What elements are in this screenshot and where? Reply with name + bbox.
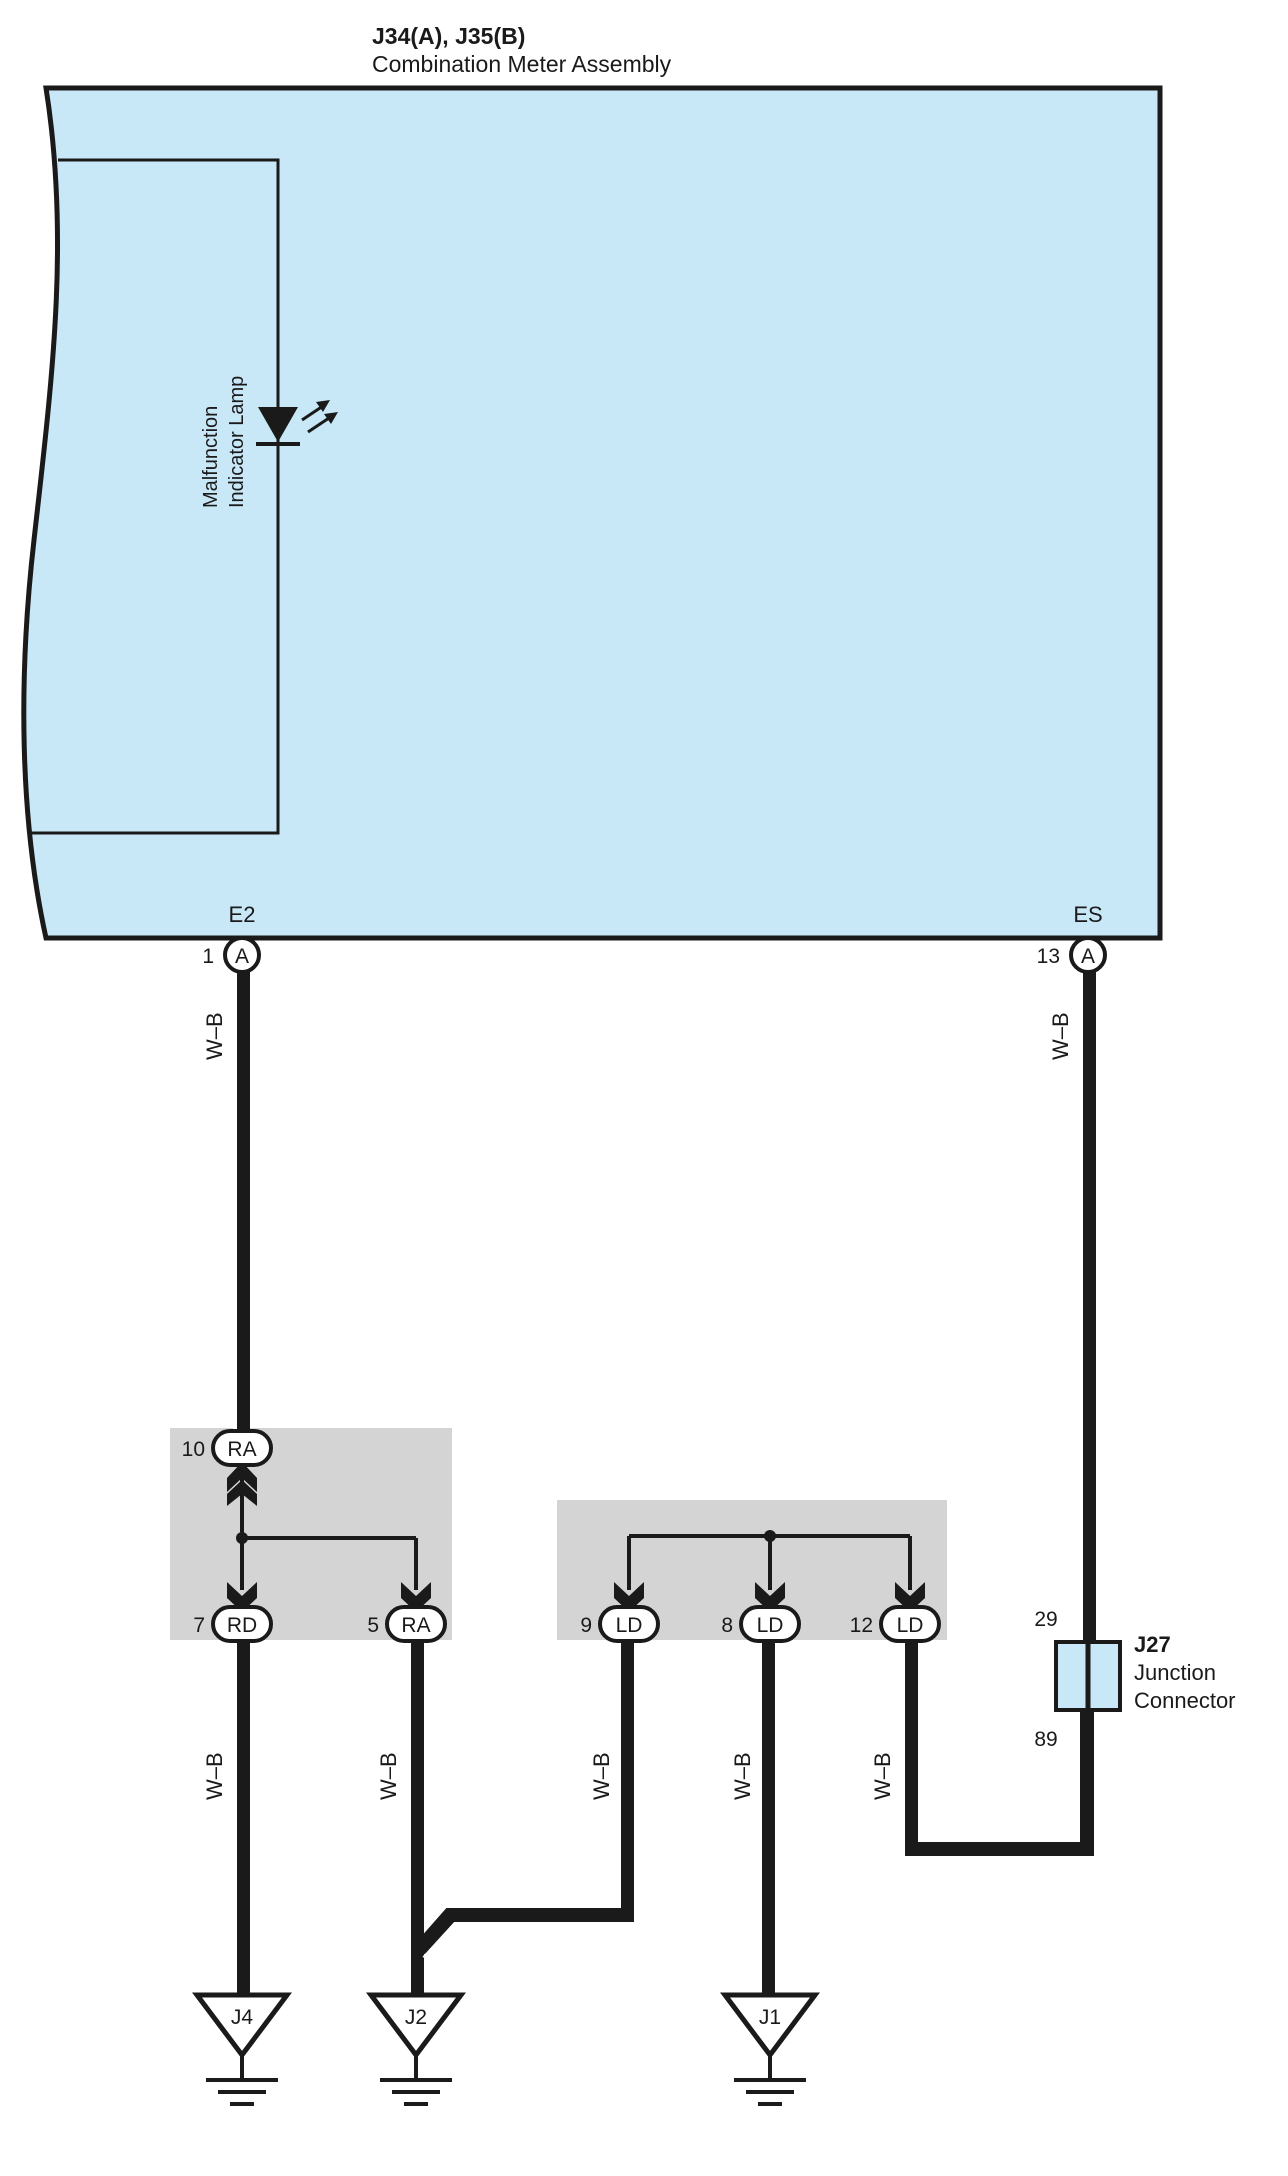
junction-id: J27 [1134,1632,1171,1657]
wire-color-labels: W–B W–B W–B W–B W–B W–B W–B [202,1012,1073,1800]
pin-meter-es: A 13 [1037,936,1107,974]
arrow-ra [401,1582,431,1612]
terminal-es-label: ES [1073,902,1102,927]
pin-meter-e2: A 1 [202,936,261,974]
arrow-ld9 [614,1582,644,1612]
connector-arrows [227,1462,925,1612]
ground-j4: J4 [192,1992,292,2106]
ground-label: J4 [231,2006,254,2029]
ground-label: J2 [405,2006,427,2029]
splice-box-right [170,1428,452,1640]
pin-conn-label: RA [227,1438,256,1461]
wire-color-label: W–B [730,1752,755,1800]
wire-color-label: W–B [870,1752,895,1800]
arrow-rd [227,1582,257,1612]
arrow-ld12 [895,1582,925,1612]
pin-conn-label: RA [401,1614,430,1637]
pin-conn-label: A [1081,945,1095,968]
pin-number: 7 [193,1614,205,1637]
led-lamp-icon [256,400,338,446]
pin-splice-r-in: RA 10 [182,1429,273,1467]
lamp-label-line1: Malfunction [200,406,222,508]
junction-label-line1: Junction [1134,1660,1216,1685]
ground-label: J1 [759,2006,781,2029]
pin-splice-r-out1: RD 7 [193,1605,273,1643]
malfunction-lamp-box [30,158,280,835]
pin-conn-label: LD [616,1614,643,1637]
arrow-ld8 [755,1582,785,1612]
terminal-e2-label: E2 [229,902,256,927]
pin-conn-label: LD [757,1614,784,1637]
wire-color-label: W–B [1048,1012,1073,1060]
wires [233,955,1098,1995]
wire-color-label: W–B [202,1752,227,1800]
wire-color-label: W–B [202,1012,227,1060]
pin-number: 1 [202,945,214,968]
meter-name: Combination Meter Assembly [372,51,672,77]
pin-number: 8 [721,1614,733,1637]
meter-connector-ids: J34(A), J35(B) [372,23,525,49]
pin-splice-l-3: LD 12 [850,1605,941,1643]
pin-conn-label: LD [897,1614,924,1637]
combination-meter-body [21,85,1163,941]
pin-splice-r-out2: RA 5 [367,1605,447,1643]
pin-number: 9 [580,1614,592,1637]
pin-number: 12 [850,1614,873,1637]
ground-j1: J1 [720,1992,820,2106]
junction-pin-top: 29 [1034,1608,1057,1631]
pin-conn-label: A [235,945,249,968]
lamp-label-line2: Indicator Lamp [226,376,248,508]
pin-splice-l-1: LD 9 [580,1605,660,1643]
ground-j2: J2 [366,1992,466,2106]
pin-number: 10 [182,1438,205,1461]
junction-connector: 29 89 J27 Junction Connector [1034,1608,1235,1751]
junction-pin-bottom: 89 [1034,1728,1057,1751]
wire-color-label: W–B [376,1752,401,1800]
wire-color-label: W–B [589,1752,614,1800]
junction-label-line2: Connector [1134,1688,1236,1713]
pin-number: 13 [1037,945,1060,968]
pin-splice-l-2: LD 8 [721,1605,801,1643]
pin-number: 5 [367,1614,379,1637]
pin-conn-label: RD [227,1614,257,1637]
